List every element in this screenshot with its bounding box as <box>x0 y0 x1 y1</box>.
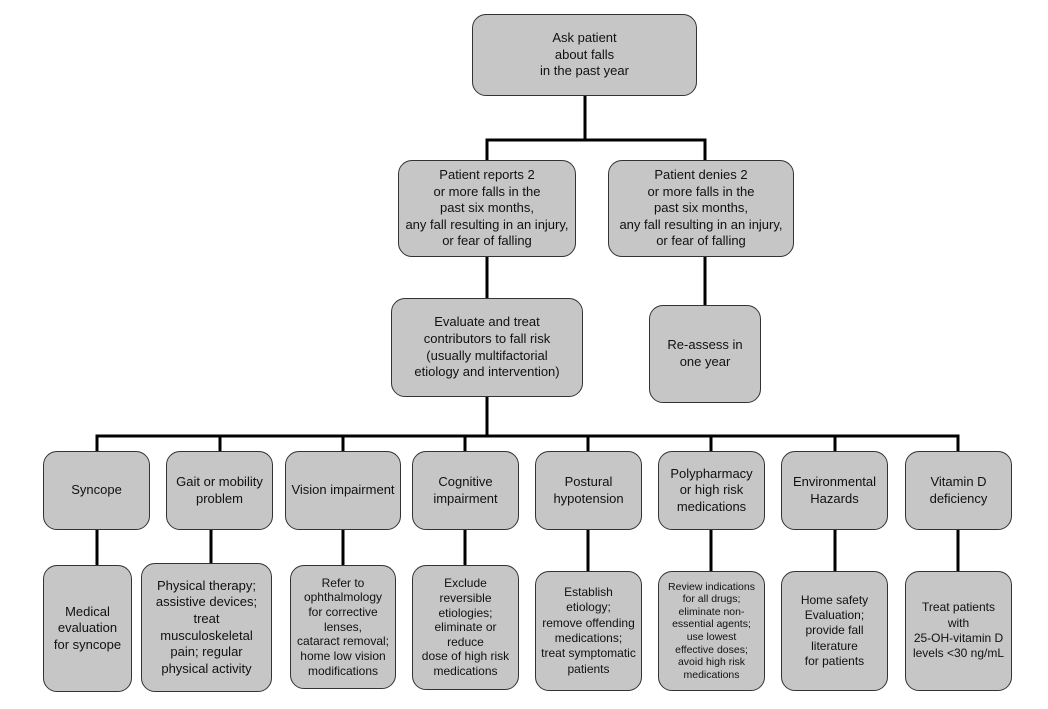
connector-branch-actions <box>95 528 960 573</box>
node-vitamin-action: Treat patients with 25-OH-vitamin D leve… <box>905 571 1012 691</box>
node-vitamin-d-deficiency: Vitamin D deficiency <box>905 451 1012 530</box>
node-postural-action: Establish etiology; remove offending med… <box>535 571 642 691</box>
node-gait-action: Physical therapy; assistive devices; tre… <box>141 563 272 692</box>
node-polypharmacy-action: Review indications for all drugs; elimin… <box>658 571 765 691</box>
node-patient-denies: Patient denies 2 or more falls in the pa… <box>608 160 794 257</box>
node-gait-mobility: Gait or mobility problem <box>166 451 273 530</box>
node-vision-action: Refer to ophthalmology for corrective le… <box>290 565 396 689</box>
node-cognitive-action: Exclude reversible etiologies; eliminate… <box>412 565 519 690</box>
node-patient-reports: Patient reports 2 or more falls in the p… <box>398 160 576 257</box>
connector-evaluate-bus <box>95 395 960 438</box>
node-environmental-action: Home safety Evaluation; provide fall lit… <box>781 571 888 691</box>
connector-bus-branches <box>95 434 960 453</box>
node-cognitive-impairment: Cognitive impairment <box>412 451 519 530</box>
node-environmental-hazards: Environmental Hazards <box>781 451 888 530</box>
node-postural-hypotension: Postural hypotension <box>535 451 642 530</box>
node-syncope: Syncope <box>43 451 150 530</box>
node-evaluate-treat: Evaluate and treat contributors to fall … <box>391 298 583 397</box>
connector-root-split <box>485 94 707 162</box>
node-ask-patient: Ask patient about falls in the past year <box>472 14 697 96</box>
node-syncope-action: Medical evaluation for syncope <box>43 565 132 692</box>
node-reassess: Re-assess in one year <box>649 305 761 403</box>
node-vision-impairment: Vision impairment <box>285 451 401 530</box>
node-polypharmacy: Polypharmacy or high risk medications <box>658 451 765 530</box>
